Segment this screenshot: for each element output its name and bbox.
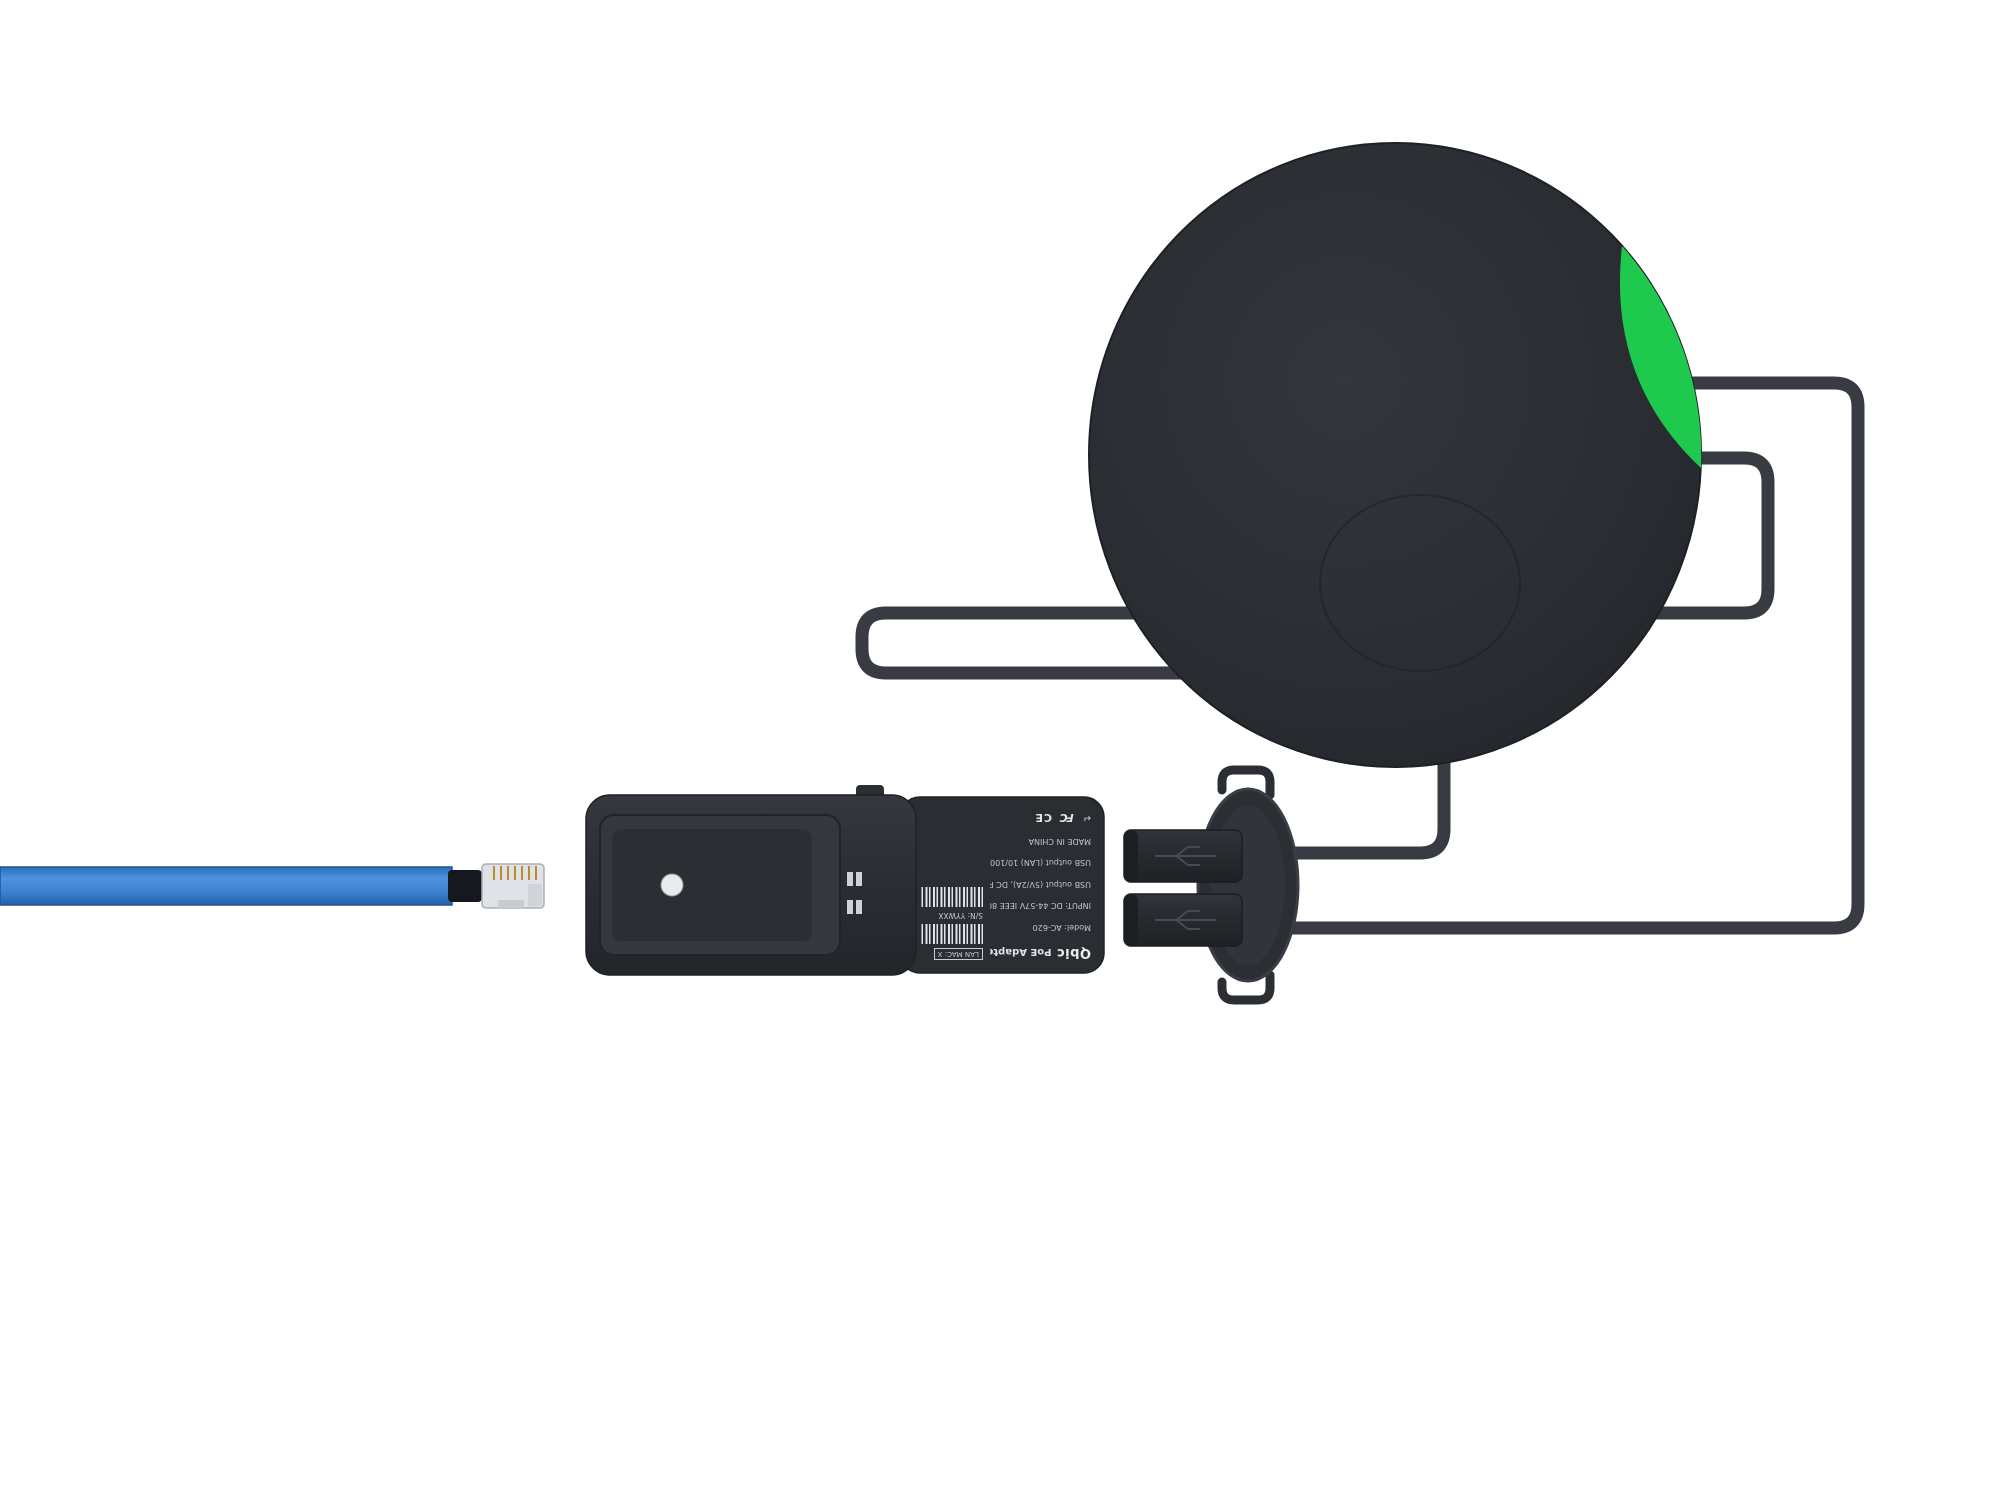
label-side-column: LAN MAC: X S/N: YYWXX	[919, 810, 983, 960]
usb-logo-icon	[1155, 910, 1216, 930]
ce-mark-icon: CE	[1034, 811, 1053, 825]
usb-power-line: USB output (5V/2A), DC Power	[990, 879, 1091, 889]
mac-barcode	[921, 924, 983, 944]
ethernet-cable	[0, 863, 545, 909]
return-arrow-icon: ↵	[1082, 811, 1091, 823]
device-puck	[1088, 142, 1702, 768]
grommet-clip-top	[1217, 765, 1275, 800]
rj45-pins	[493, 866, 537, 880]
rj45-cavity	[528, 884, 542, 906]
rj45-connector	[481, 863, 545, 909]
mac-badge: LAN MAC: X	[933, 948, 983, 960]
product-label: Qbic PoE Adapter Model: AC-620 INPUT: DC…	[910, 803, 1100, 967]
usb-plug-top-face	[1124, 830, 1138, 882]
port-marks	[847, 872, 862, 914]
cable-run-outer	[1279, 376, 1865, 935]
usb-splitter-grommet	[1196, 765, 1300, 1005]
power-cable	[855, 376, 1865, 935]
rj45-port-cavity	[612, 829, 812, 941]
puck-body	[1088, 142, 1702, 768]
status-light-green	[1619, 246, 1702, 468]
product-name: PoE Adapter	[990, 946, 1052, 957]
usb-lan-line: USB output (LAN) 10/100Mbps	[990, 858, 1091, 868]
usb-logo-icon	[1155, 846, 1216, 866]
qbic-logo: Qbic	[1056, 945, 1091, 960]
brand-row: Qbic PoE Adapter	[990, 943, 1091, 960]
input-line: INPUT: DC 44-57V IEEE 802.3af	[990, 901, 1091, 911]
puck-base-ring	[1319, 494, 1521, 672]
label-main-column: Qbic PoE Adapter Model: AC-620 INPUT: DC…	[990, 810, 1091, 960]
recess-hole	[660, 873, 684, 897]
cable-boot	[448, 870, 482, 902]
serial-barcode	[921, 887, 983, 907]
usb-plug-bottom-face	[1124, 894, 1138, 946]
model-line: Model: AC-620	[1032, 922, 1091, 932]
fcc-mark-icon: FC	[1061, 811, 1074, 825]
usb-plug-bottom	[1123, 893, 1243, 947]
cert-row: ↵ FC CE	[990, 810, 1091, 824]
usb-plug-top	[1123, 829, 1243, 883]
grommet-clip-bottom	[1217, 970, 1275, 1005]
origin-line: MADE IN CHINA	[1028, 836, 1091, 846]
rj45-latch	[498, 900, 524, 908]
cable-run-serpentine	[855, 451, 1775, 860]
serial-line: S/N: YYWXX	[938, 911, 983, 920]
ethernet-cable-body	[0, 866, 453, 906]
